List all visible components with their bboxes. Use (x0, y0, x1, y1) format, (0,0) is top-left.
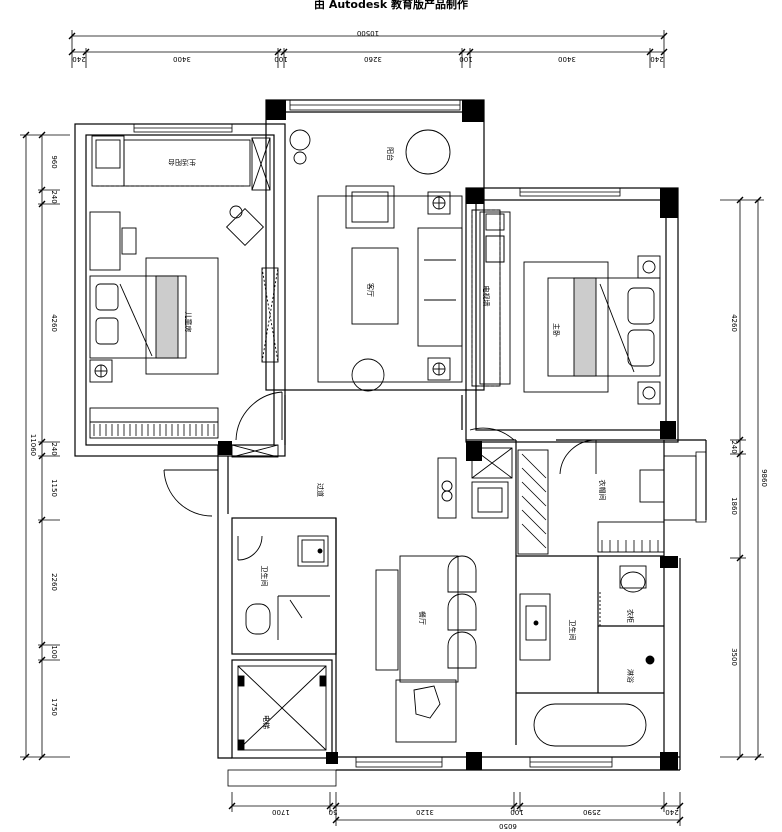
dim-top-seg: 3400 (558, 55, 576, 63)
living-room-furniture (289, 129, 515, 441)
room-label-elevator: 电梯 (262, 715, 271, 729)
right-bath-fixtures (519, 565, 655, 747)
dim-bottom-seg: 240 (665, 808, 678, 816)
room-label-balcony-left: 生活阳台 (168, 158, 196, 167)
dimension-ticks (22, 32, 762, 824)
dim-top-seg: 240 (650, 55, 663, 63)
watermark: 由 Autodesk 教育版产品制作 (313, 0, 468, 11)
walls (74, 99, 707, 771)
dim-bottom-seg: 2590 (583, 808, 601, 816)
room-label-cloakroom: 衣帽间 (598, 480, 607, 501)
cloakroom-furniture (517, 439, 697, 555)
dim-right-seg: 240 (730, 440, 738, 453)
windows (133, 99, 707, 787)
dim-left-seg: 100 (50, 645, 58, 658)
dim-bottom-seg: 100 (510, 808, 523, 816)
room-label-balcony-top: 阳台 (386, 147, 395, 161)
wardrobe-hatch (93, 424, 215, 436)
master-bedroom-furniture (471, 209, 661, 405)
dim-bottom-seg: 50 (329, 808, 338, 816)
left-bath-fixtures (237, 535, 330, 640)
room-label-bathroom-left: 卫生间 (260, 566, 269, 587)
room-label-dining-room: 餐厅 (418, 611, 427, 625)
room-label-children-room: 儿童房 (184, 312, 193, 333)
dim-left-seg: 2260 (50, 573, 58, 591)
wall-columns (218, 100, 678, 770)
dimension-lines (20, 30, 764, 826)
dim-left-seg: 240 (50, 442, 58, 455)
dim-right-total: 9860 (760, 469, 768, 487)
dim-bottom-seg: 3120 (416, 808, 434, 816)
dim-left-seg: 960 (50, 155, 58, 168)
dim-right-seg: 3500 (730, 648, 738, 666)
dim-right-seg: 1860 (730, 497, 738, 515)
room-label-bathroom-right: 卫生间 (568, 620, 577, 641)
cloak-hatch (521, 453, 659, 552)
dim-top-seg: 3400 (173, 55, 191, 63)
room-label-master-bedroom: 主卧 (552, 323, 561, 337)
room-label-living-room: 客厅 (366, 283, 375, 297)
dim-left-seg: 240 (50, 190, 58, 203)
dim-top-seg: 3260 (364, 55, 382, 63)
dim-left-seg: 1150 (50, 479, 58, 497)
dim-left-seg: 1750 (50, 698, 58, 716)
dim-left-total: 11060 (29, 434, 37, 456)
dim-right-seg: 4260 (730, 314, 738, 332)
dim-top-seg: 100 (459, 55, 472, 63)
dim-left-seg: 4260 (50, 314, 58, 332)
children-room-furniture (89, 135, 283, 458)
dim-top-total: 10500 (357, 29, 379, 37)
dim-top-seg: 240 (72, 55, 85, 63)
room-label-hallway: 过道 (316, 483, 325, 497)
room-label-shower: 淋浴 (626, 669, 635, 683)
room-label-wardrobe: 衣柜 (626, 609, 635, 623)
dim-top-seg: 100 (274, 55, 287, 63)
dining-furniture (163, 447, 513, 743)
elevator (237, 665, 327, 751)
room-label-tv-wall: 电视墙 (482, 286, 491, 307)
dim-bottom-total: 6050 (499, 822, 517, 830)
dim-bottom-seg: 1700 (272, 808, 290, 816)
